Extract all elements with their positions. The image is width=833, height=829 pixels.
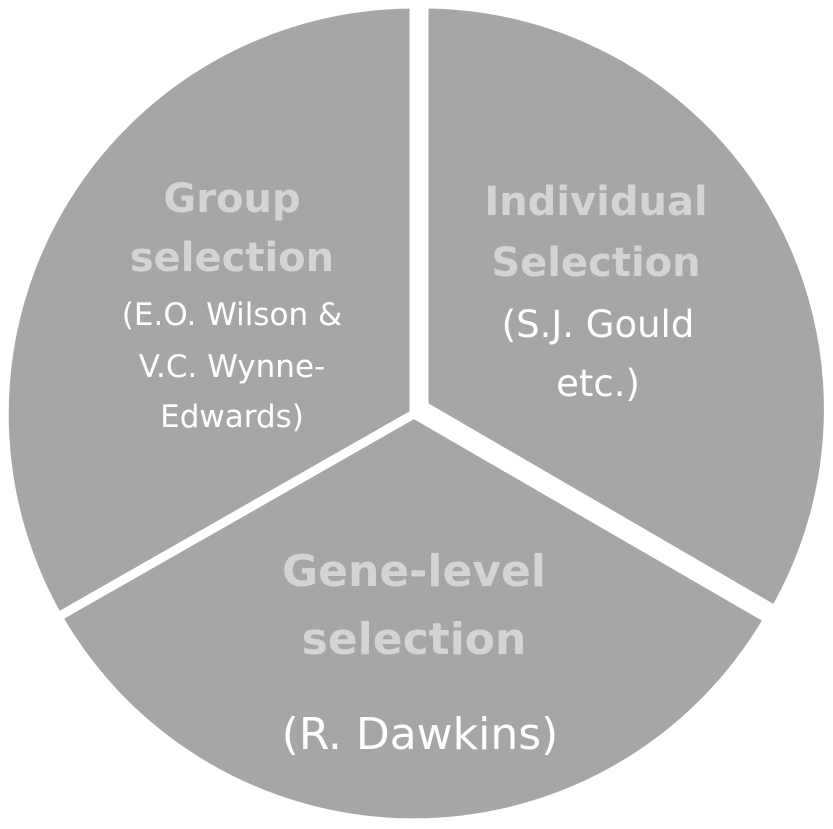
gene-author-line-1: (R. Dawkins) — [282, 709, 559, 760]
individual-author-line-2: etc.) — [556, 362, 640, 405]
sector-gene-level-selection — [53, 409, 773, 828]
group-title-line-1: Group — [163, 176, 300, 222]
sector-individual-selection — [419, 0, 833, 615]
individual-title-line-1: Individual — [484, 179, 707, 225]
individual-title-line-2: Selection — [491, 240, 700, 286]
gene-title-line-1: Gene-level — [282, 546, 546, 597]
group-title-line-2: selection — [130, 235, 334, 281]
group-author-line-1: (E.O. Wilson & — [122, 297, 342, 333]
gene-title-line-2: selection — [302, 614, 527, 665]
group-author-line-3: Edwards) — [160, 399, 304, 435]
sector-group-selection — [0, 0, 419, 622]
group-author-line-2: V.C. Wynne- — [139, 349, 325, 385]
individual-author-line-1: (S.J. Gould — [502, 303, 695, 346]
